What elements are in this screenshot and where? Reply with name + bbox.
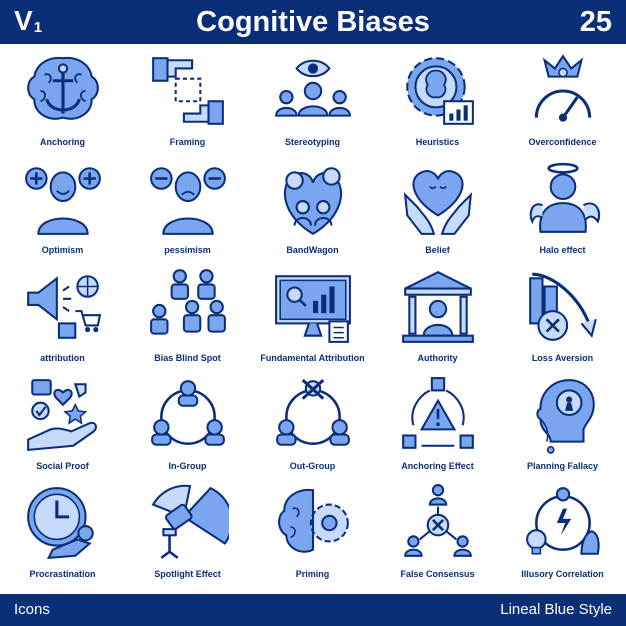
person-plus-icon <box>25 167 101 235</box>
warning-cycle-icon <box>402 377 474 449</box>
bulb-cycle-icon <box>526 487 600 555</box>
icon-cell-overconfidence: Overconfidence <box>500 44 625 152</box>
icon-cell-fundamental-attribution: Fundamental Attribution <box>250 260 375 368</box>
angel-wing-icon <box>529 162 601 233</box>
icon-label: In-Group <box>168 461 207 471</box>
icon-label: Out-Group <box>289 461 336 471</box>
icon-cell-bandwagon: BandWagon <box>250 152 375 260</box>
icon-cell-attribution: attribution <box>0 260 125 368</box>
icon-cell-heuristics: Heuristics <box>375 44 500 152</box>
crown-gauge-icon <box>534 54 592 122</box>
icon-label: Fundamental Attribution <box>260 353 365 363</box>
declining-chart-icon <box>529 272 597 341</box>
icon-label: Social Proof <box>36 461 89 471</box>
icon-cell-loss-aversion: Loss Aversion <box>500 260 625 368</box>
icon-label: Optimism <box>41 245 84 255</box>
gear-brain-chart-icon <box>406 57 474 125</box>
hands-frame-icon <box>152 57 224 125</box>
icon-label: Anchoring <box>40 137 85 147</box>
set-number: 25 <box>579 6 612 38</box>
crowd-money-icon <box>283 167 343 236</box>
monitor-analytics-icon <box>275 275 351 343</box>
icon-label: False Consensus <box>400 569 475 579</box>
icon-cell-planning-fallacy: Planning Fallacy <box>500 368 625 476</box>
icon-cell-out-group: Out-Group <box>250 368 375 476</box>
icon-grid: Anchoring Framing Stereotyping <box>0 44 626 594</box>
icon-cell-pessimism: pessimism <box>125 152 250 260</box>
version-subscript: 1 <box>33 19 43 36</box>
version-mark: V1 <box>14 5 42 44</box>
icon-label: attribution <box>40 353 85 363</box>
icon-label: Heuristics <box>415 137 460 147</box>
icon-cell-anchoring-effect: Anchoring Effect <box>375 368 500 476</box>
people-group-icon <box>150 269 226 335</box>
page-title: Cognitive Biases <box>196 6 430 38</box>
head-question-icon <box>536 379 595 454</box>
excluded-network-icon <box>276 379 350 446</box>
spotlight-icon <box>151 484 229 559</box>
version-letter: V <box>14 5 33 36</box>
icon-cell-in-group: In-Group <box>125 368 250 476</box>
footer-right-text: Lineal Blue Style <box>500 601 612 618</box>
icon-cell-social-proof: Social Proof <box>0 368 125 476</box>
icon-label: Stereotyping <box>284 137 340 147</box>
brain-gear-icon <box>278 488 349 553</box>
icon-cell-priming: Priming <box>250 476 375 584</box>
icon-label: Planning Fallacy <box>526 461 599 471</box>
footer-banner: Icons Lineal Blue Style <box>0 594 626 626</box>
icon-cell-framing: Framing <box>125 44 250 152</box>
icon-label: Priming <box>295 569 330 579</box>
footer-left-text: Icons <box>14 601 50 618</box>
header-banner: V1 Cognitive Biases 25 <box>0 0 626 44</box>
icon-label: Illusory Correlation <box>521 569 604 579</box>
hands-heart-icon <box>403 169 473 235</box>
icon-label: pessimism <box>164 245 211 255</box>
icon-label: Framing <box>169 137 206 147</box>
circle-network-icon <box>151 380 225 446</box>
icon-label: Loss Aversion <box>531 353 594 363</box>
brain-anchor-icon <box>27 56 99 120</box>
hand-reactions-icon <box>27 379 97 451</box>
icon-cell-authority: Authority <box>375 260 500 368</box>
person-minus-icon <box>150 167 226 235</box>
x-consensus-icon <box>404 484 472 557</box>
icon-label: BandWagon <box>286 245 339 255</box>
icon-cell-optimism: Optimism <box>0 152 125 260</box>
icon-cell-anchoring: Anchoring <box>0 44 125 152</box>
icon-label: Anchoring Effect <box>401 461 474 471</box>
icon-cell-stereotyping: Stereotyping <box>250 44 375 152</box>
icon-cell-illusory-correlation: Illusory Correlation <box>500 476 625 584</box>
icon-cell-spotlight-effect: Spotlight Effect <box>125 476 250 584</box>
icon-label: Procrastination <box>29 569 96 579</box>
courthouse-icon <box>402 271 474 343</box>
icon-cell-false-consensus: False Consensus <box>375 476 500 584</box>
icon-label: Spotlight Effect <box>154 569 221 579</box>
icon-cell-belief: Belief <box>375 152 500 260</box>
icon-cell-bias-blind-spot: Bias Blind Spot <box>125 260 250 368</box>
clock-lazy-icon <box>27 487 94 560</box>
icon-label: Overconfidence <box>528 137 597 147</box>
icon-label: Belief <box>425 245 450 255</box>
icon-cell-halo-effect: Halo effect <box>500 152 625 260</box>
icon-label: Authority <box>417 353 458 363</box>
icon-label: Halo effect <box>539 245 586 255</box>
eye-people-icon <box>275 59 351 117</box>
megaphone-globe-icon <box>27 275 102 339</box>
icon-cell-procrastination: Procrastination <box>0 476 125 584</box>
icon-label: Bias Blind Spot <box>154 353 221 363</box>
